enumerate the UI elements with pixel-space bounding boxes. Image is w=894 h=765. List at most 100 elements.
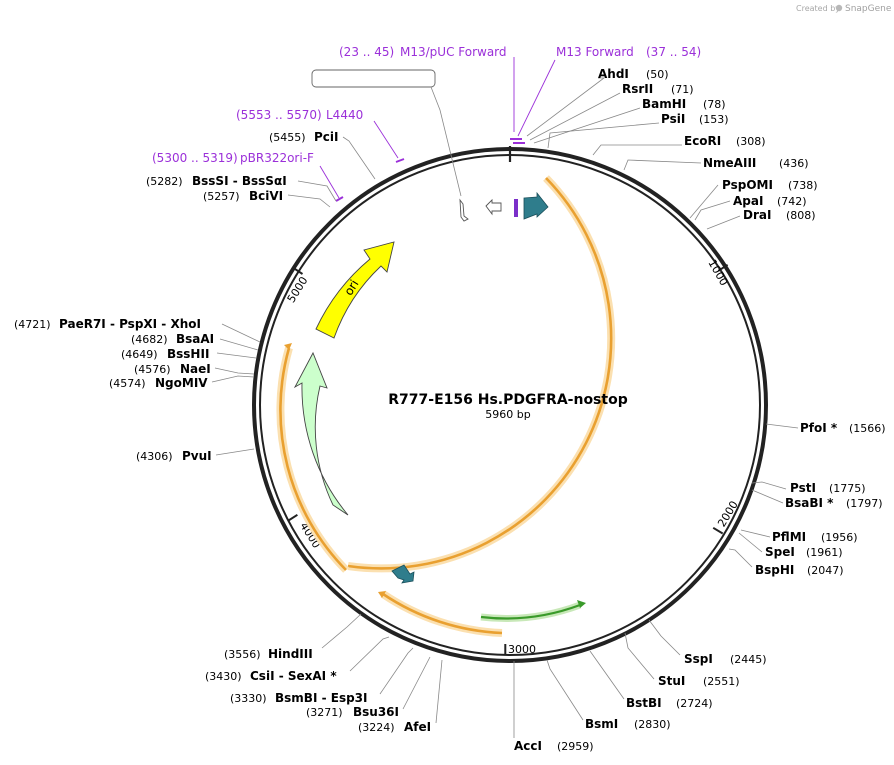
plasmid-title: R777-E156 Hs.PDGFRA-nostop [388,392,627,408]
enzyme-csii-sexai[interactable]: (3430) CsiI - SexAI * [205,636,390,683]
svg-text:(4306): (4306) [136,450,173,463]
enzyme-pflmi[interactable]: PflMI (1956) [740,529,858,544]
enzyme-psti[interactable]: PstI (1775) [751,481,866,495]
svg-text:BstBI: BstBI [626,696,662,710]
attl1-feature[interactable] [523,191,549,220]
svg-text:(153): (153) [699,113,729,126]
enzyme-psii[interactable]: PsiI (153) [547,112,729,149]
svg-text:(2047): (2047) [807,564,844,577]
svg-text:(2551): (2551) [703,675,740,688]
enzyme-bsmbi-esp3i[interactable]: (3330) BsmBI - Esp3I [230,647,414,705]
svg-text:AhdI: AhdI [598,67,629,81]
tick-2000: 2000 [712,499,741,535]
enzyme-bsphi[interactable]: BspHI (2047) [728,548,844,577]
rrnb-t1-terminator-feature[interactable] [459,198,469,222]
attl2-feature[interactable] [391,564,415,584]
enzyme-sspi[interactable]: SspI (2445) [648,619,767,666]
svg-text:SspI: SspI [684,652,713,666]
svg-text:NgoMIV: NgoMIV [155,376,208,390]
svg-text:BssSI - BssSαI: BssSI - BssSαI [192,174,287,188]
svg-text:(5300 .. 5319): (5300 .. 5319) [152,151,238,165]
svg-text:L4440: L4440 [326,108,363,122]
enzyme-bamhi[interactable]: BamHI (78) [533,97,726,144]
primer-m13-puc-forward[interactable]: (23 .. 45) M13/pUC Forward [339,45,522,140]
svg-text:NmeAIII: NmeAIII [703,156,756,170]
svg-text:BsmI: BsmI [585,717,618,731]
svg-text:(308): (308) [736,135,766,148]
svg-text:(2724): (2724) [676,697,713,710]
svg-text:PflMI: PflMI [772,530,806,544]
svg-text:BspHI: BspHI [755,563,794,577]
svg-text:BsaAI: BsaAI [176,332,214,346]
svg-text:(37 .. 54): (37 .. 54) [646,45,701,59]
rrnb-t2-callout [311,69,462,197]
m13-fwd-feature[interactable] [514,199,518,217]
svg-text:PciI: PciI [314,130,339,144]
enzyme-hindiii[interactable]: (3556) HindIII [224,613,362,661]
svg-text:(808): (808) [786,209,816,222]
enzyme-ecori[interactable]: EcoRI (308) [592,134,766,156]
enzyme-paer7i-pspxi-xhoi[interactable]: (4721) PaeR7I - PspXI - XhoI [14,317,261,343]
enzyme-naei[interactable]: (4576) NaeI [134,362,255,376]
svg-text:BciVI: BciVI [249,189,283,203]
enzyme-pcii[interactable]: (5455) PciI [269,130,376,180]
rrnb-t2-inner-feature[interactable] [485,198,502,216]
enzyme-rsrii[interactable]: RsrII (71) [529,82,694,141]
enzyme-pfoi[interactable]: PfoI * (1566) [765,421,886,435]
primer-m13-forward[interactable]: M13 Forward (37 .. 54) [513,45,701,144]
svg-text:AccI: AccI [514,739,542,753]
enzyme-bcivi[interactable]: (5257) BciVI [203,189,331,208]
large-orf-arc[interactable] [347,175,616,573]
enzyme-bsmi[interactable]: BsmI (2830) [546,659,671,731]
svg-text:(1775): (1775) [829,482,866,495]
enzyme-nmeaiii[interactable]: NmeAIII (436) [623,156,809,171]
enzyme-bsaai[interactable]: (4682) BsaAI [131,332,259,351]
smr-feature[interactable] [293,351,349,516]
svg-text:NaeI: NaeI [180,362,211,376]
svg-text:BssHII: BssHII [167,347,209,361]
enzyme-afei[interactable]: (3224) AfeI [358,659,443,734]
enzyme-ahdi[interactable]: AhdI (50) [526,67,669,137]
bottom-orf-arc[interactable] [378,590,503,637]
enzyme-bsabi[interactable]: BsaBI * (1797) [751,489,883,510]
svg-text:3000: 3000 [508,643,536,656]
enzyme-bsshii[interactable]: (4649) BssHII [121,347,257,361]
svg-text:(50): (50) [646,68,669,81]
enzyme-bsu36i[interactable]: (3271) Bsu36I [306,656,431,719]
svg-text:PstI: PstI [790,481,816,495]
svg-text:PsiI: PsiI [661,112,685,126]
enzyme-stui[interactable]: StuI (2551) [624,632,740,688]
svg-text:(3271): (3271) [306,706,343,719]
enzyme-apai[interactable]: ApaI (742) [694,194,807,221]
ori-feature[interactable] [315,241,395,339]
svg-text:M13/pUC Forward: M13/pUC Forward [400,45,507,59]
svg-text:(4574): (4574) [109,377,146,390]
svg-text:HindIII: HindIII [268,647,313,661]
enzyme-drai[interactable]: DraI (808) [706,208,816,230]
primer-pbr322ori-f[interactable]: (5300 .. 5319) pBR322ori-F [152,151,344,202]
enzyme-acci[interactable]: AccI (2959) [513,661,594,753]
enzyme-pvui[interactable]: (4306) PvuI [136,448,255,463]
enzyme-pspomi[interactable]: PspOMI (738) [689,178,818,219]
svg-text:(4649): (4649) [121,348,158,361]
svg-text:(4576): (4576) [134,363,171,376]
snapgene-brand-name: SnapGene [845,4,892,14]
enzyme-spei[interactable]: SpeI (1961) [738,532,843,559]
svg-text:(71): (71) [671,83,694,96]
left-orf-arc[interactable] [276,343,349,573]
svg-text:SpeI: SpeI [765,545,795,559]
svg-text:(5282): (5282) [146,175,183,188]
green-orf-arc[interactable] [480,600,586,622]
svg-text:(5455): (5455) [269,131,306,144]
svg-text:pBR322ori-F: pBR322ori-F [240,151,314,165]
primer-l4440[interactable]: (5553 .. 5570) L4440 [236,108,405,163]
enzyme-bstbi[interactable]: BstBI (2724) [589,650,713,710]
enzyme-ngomiv[interactable]: (4574) NgoMIV [109,375,255,390]
svg-text:(23 .. 45): (23 .. 45) [339,45,394,59]
svg-text:(4682): (4682) [131,333,168,346]
enzyme-bsssi-bsssai[interactable]: (5282) BssSI - BssSαI [146,174,337,202]
svg-text:PvuI: PvuI [182,449,212,463]
svg-text:(3224): (3224) [358,721,395,734]
svg-text:(5553 .. 5570): (5553 .. 5570) [236,108,322,122]
